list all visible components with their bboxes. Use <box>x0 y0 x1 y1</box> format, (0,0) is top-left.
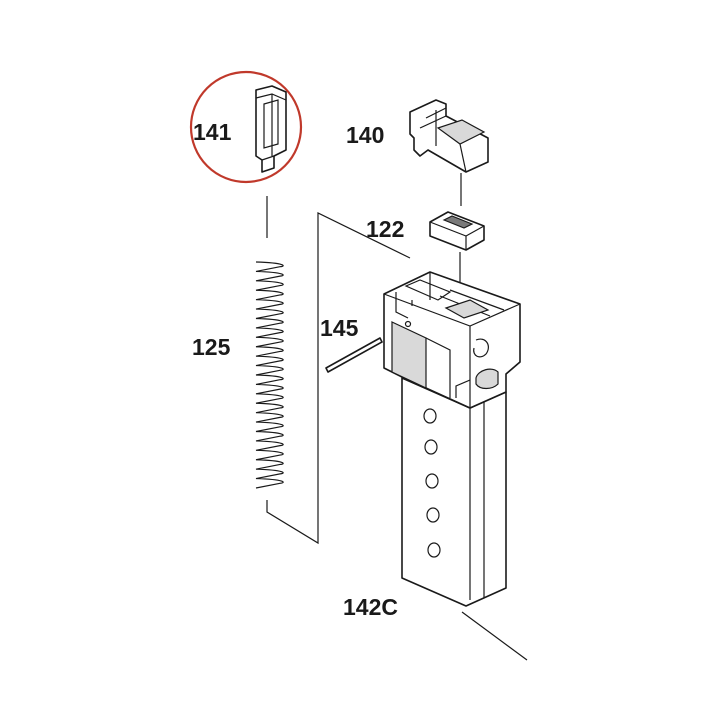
part-142c-magazine-body <box>383 271 521 607</box>
label-125: 125 <box>192 334 231 360</box>
label-141: 141 <box>193 119 232 145</box>
leader-125-142c <box>266 212 411 545</box>
part-125-spring <box>255 261 284 489</box>
label-142c: 142C <box>343 594 398 620</box>
label-145: 145 <box>320 315 359 341</box>
part-140-lock-plate <box>409 99 489 173</box>
magazine-holes <box>423 408 441 558</box>
part-141-follower <box>255 85 287 173</box>
part-122-insert <box>429 211 485 251</box>
label-140: 140 <box>346 122 384 148</box>
highlight-circle <box>189 70 303 184</box>
part-145-pin <box>325 337 383 373</box>
leader-142c-floor <box>461 611 528 661</box>
label-122: 122 <box>366 216 404 242</box>
